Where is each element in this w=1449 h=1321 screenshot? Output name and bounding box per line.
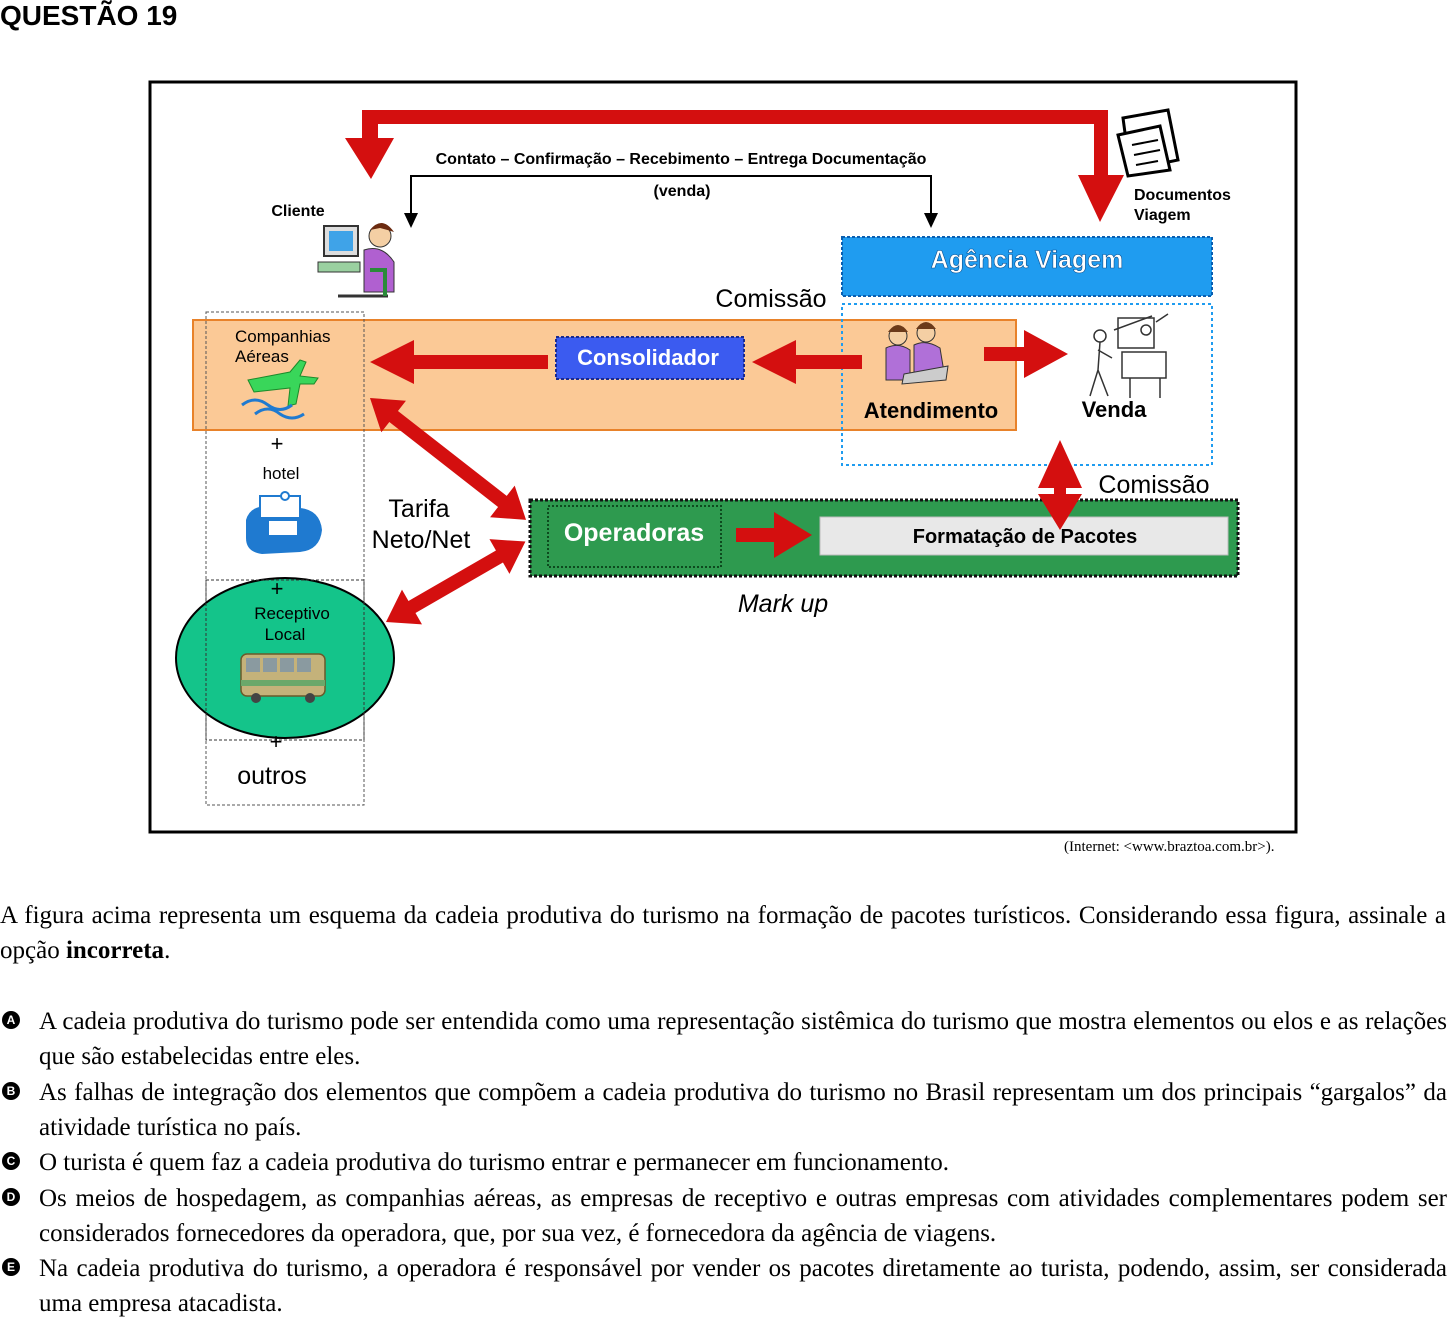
documentos-label-1: Documentos <box>1134 187 1231 204</box>
cliente-label: Cliente <box>271 203 324 220</box>
stem-emphasis: incorreta <box>65 937 165 964</box>
documents-loop-arrow <box>345 110 1124 222</box>
operadoras-box <box>547 505 722 568</box>
airplane-icon <box>241 359 319 420</box>
option-d-text: Os meios de hospedagem, as companhias aé… <box>39 1185 1447 1247</box>
outros-label: outros <box>237 762 306 790</box>
operadoras-label: Operadoras <box>564 519 704 547</box>
option-e-marker: E <box>2 1258 20 1276</box>
tarifa-label-1: Tarifa <box>388 495 449 523</box>
option-c-text: O turista é quem faz a cadeia produtiva … <box>39 1149 950 1176</box>
formatacao-label: Formatação de Pacotes <box>913 526 1138 548</box>
option-c[interactable]: C O turista é quem faz a cadeia produtiv… <box>0 1145 1447 1180</box>
option-a-marker: A <box>2 1011 20 1029</box>
contact-flow-label: Contato – Confirmação – Recebimento – En… <box>436 151 927 168</box>
option-e-text: Na cadeia produtiva do turismo, a operad… <box>39 1255 1447 1317</box>
hotel-icon <box>246 491 322 554</box>
formatacao-box <box>819 516 1229 556</box>
documentos-label-2: Viagem <box>1134 207 1191 224</box>
option-b[interactable]: B As falhas de integração dos elementos … <box>0 1075 1447 1145</box>
option-a-text: A cadeia produtiva do turismo pode ser e… <box>39 1008 1447 1070</box>
consolidador-box <box>555 336 745 380</box>
client-computer-icon <box>317 222 395 298</box>
sales-scene-icon <box>1089 313 1169 398</box>
comissao-label-1: Comissão <box>715 285 826 313</box>
question-stem: A figura acima representa um esquema da … <box>0 902 1446 964</box>
option-d[interactable]: D Os meios de hospedagem, as companhias … <box>0 1181 1447 1251</box>
arrow-to-formatacao <box>736 512 812 558</box>
arrow-to-venda <box>984 330 1068 378</box>
suppliers-column <box>205 311 365 806</box>
operadoras-receptivo-arrow <box>386 539 526 625</box>
bus-icon <box>240 653 326 703</box>
venda-paren-label: (venda) <box>654 183 711 200</box>
venda-label: Venda <box>1082 397 1148 422</box>
option-e[interactable]: E Na cadeia produtiva do turismo, a oper… <box>0 1251 1447 1321</box>
option-c-marker: C <box>2 1152 20 1170</box>
agencia-label: Agência Viagem <box>931 246 1124 274</box>
consolidador-label: Consolidador <box>577 345 719 370</box>
agencia-box <box>841 236 1213 297</box>
source-citation: (Internet: <www.braztoa.com.br>). <box>1064 839 1275 855</box>
plus-3: + <box>270 729 283 754</box>
attendants-icon <box>885 322 949 385</box>
tourism-chain-diagram: Agência Viagem Consolidador Operadoras F… <box>148 80 1298 834</box>
tarifa-label-2: Neto/Net <box>372 526 471 554</box>
companhias-label-2: Aéreas <box>235 347 289 366</box>
arrow-to-companhias <box>370 340 548 384</box>
agency-frame <box>841 303 1213 466</box>
option-a[interactable]: A A cadeia produtiva do turismo pode ser… <box>0 1004 1447 1074</box>
plus-2: + <box>271 576 284 601</box>
arrow-to-consolidador <box>752 340 862 384</box>
option-b-marker: B <box>2 1082 20 1100</box>
option-d-marker: D <box>2 1188 20 1206</box>
comissao-label-2: Comissão <box>1098 471 1209 499</box>
hotel-label: hotel <box>263 464 300 483</box>
receptivo-label-2: Local <box>265 625 306 644</box>
markup-label: Mark up <box>738 590 828 618</box>
question-title: QUESTÃO 19 <box>0 0 178 31</box>
operadoras-companhias-arrow <box>370 398 527 520</box>
atendimento-label: Atendimento <box>864 398 998 423</box>
option-b-text: As falhas de integração dos elementos qu… <box>39 1079 1447 1141</box>
sale-flow-arrow <box>410 175 932 215</box>
documents-icon <box>1116 108 1180 178</box>
companhias-label-1: Companhias <box>235 327 330 346</box>
plus-1: + <box>271 431 284 456</box>
venda-operadoras-arrow <box>1038 440 1082 530</box>
receptivo-label-1: Receptivo <box>254 604 330 623</box>
